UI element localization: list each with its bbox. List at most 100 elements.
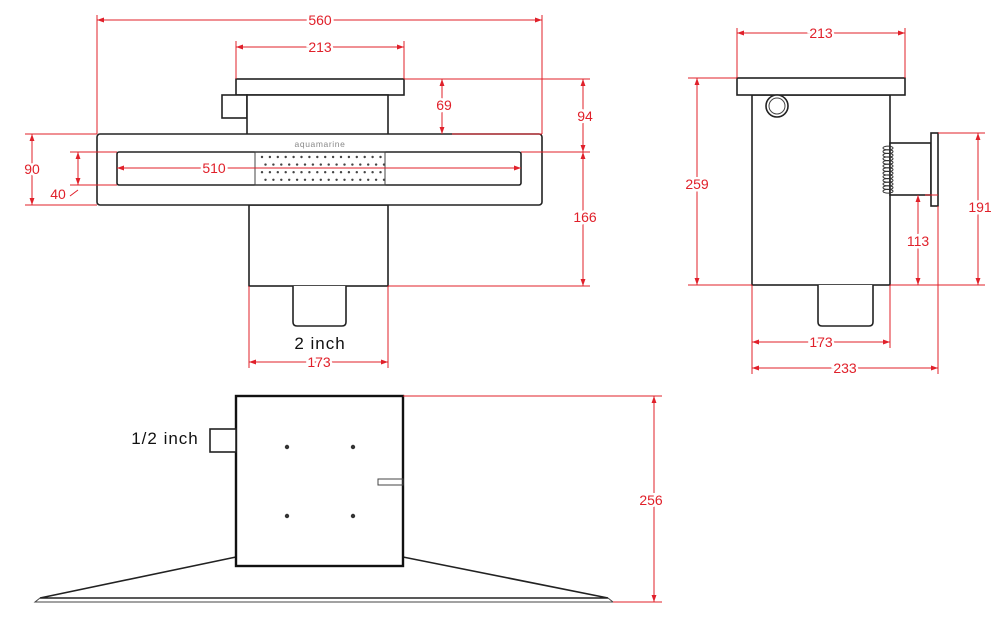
grille-hole <box>300 155 303 159</box>
side-flange-neck <box>889 142 932 196</box>
front-view-dimensions: 560 213 510 69 94 166 90 40 <box>22 10 600 373</box>
dim-side-overall-height: 259 <box>685 176 709 192</box>
grille-hole <box>311 163 315 166</box>
grille-hole <box>260 155 264 159</box>
side-port-inner <box>768 97 786 115</box>
top-square-body <box>234 394 405 568</box>
grille-hole <box>382 163 386 166</box>
grille-hole <box>347 171 351 174</box>
grille-hole <box>268 171 272 174</box>
grille-hole <box>327 163 330 166</box>
grille-hole <box>264 178 267 181</box>
grille-hole <box>280 178 283 181</box>
grille-hole <box>316 171 319 174</box>
grille-hole <box>359 178 362 181</box>
dim-side-faceplate-height: 191 <box>968 199 992 215</box>
top-view-dimensions: 256 <box>403 395 665 603</box>
grille-hole <box>319 178 322 181</box>
grille-hole <box>295 178 299 181</box>
grille-hole <box>288 163 291 166</box>
grille-hole <box>288 178 291 181</box>
dim-body-width: 173 <box>307 354 331 370</box>
grille-hole <box>379 155 382 159</box>
top-mouth-lip <box>33 597 615 603</box>
dim-cap-to-faceplate: 69 <box>436 97 452 113</box>
mounting-hole <box>284 444 290 450</box>
grille-hole <box>308 171 311 174</box>
grille-hole <box>327 178 330 181</box>
grille-hole <box>316 155 319 159</box>
grille-hole <box>295 163 299 166</box>
dim-side-cap-width: 213 <box>809 25 833 41</box>
grille-hole <box>268 155 272 159</box>
dim-below-opening: 166 <box>573 209 597 225</box>
side-outlet-pipe <box>817 285 874 327</box>
grille-hole <box>374 178 378 181</box>
side-view-dimensions: 213 259 191 113 173 233 <box>683 23 995 379</box>
side-fitting <box>221 94 248 119</box>
grille-hole <box>292 155 295 159</box>
inlet-size-label: 1/2 inch <box>131 429 199 448</box>
brand-logo: aquamarine <box>295 139 346 149</box>
grille-hole <box>351 163 354 166</box>
grille-hole <box>355 171 358 174</box>
grille-hole <box>355 155 358 159</box>
grille-hole <box>284 171 287 174</box>
grille-hole <box>371 155 374 159</box>
side-body <box>751 94 891 286</box>
grille-hole <box>272 178 275 181</box>
side-flange <box>930 132 939 207</box>
grille-hole <box>367 163 370 166</box>
grille-hole <box>303 178 307 181</box>
dim-opening-height: 40 <box>50 186 66 202</box>
grille-hole <box>264 163 267 166</box>
grille-hole <box>343 178 346 181</box>
grille-hole <box>363 155 366 159</box>
grille-hole <box>359 163 362 166</box>
mounting-hole <box>350 513 356 519</box>
grille-hole <box>351 178 354 181</box>
grille-hole <box>371 171 374 174</box>
grille-hole <box>272 163 275 166</box>
grille-hole <box>300 171 303 174</box>
neck-body <box>246 94 389 136</box>
outlet-size-label: 2 inch <box>294 334 345 353</box>
grille-hole <box>335 178 338 181</box>
outlet-pipe <box>292 286 347 327</box>
grille-hole <box>367 178 370 181</box>
front-view: aquamarine <box>96 78 543 327</box>
side-cap <box>736 77 906 96</box>
grille-hole <box>379 171 382 174</box>
dim-side-body-width: 173 <box>809 334 833 350</box>
dim-top-depth: 256 <box>639 492 663 508</box>
mounting-hole <box>284 513 290 519</box>
grille-hole <box>276 155 279 159</box>
grille-hole <box>335 163 338 166</box>
grille-hole <box>331 171 335 174</box>
top-cap <box>235 78 405 96</box>
grille-hole <box>284 155 287 159</box>
grille-hole <box>363 171 366 174</box>
lower-body <box>248 204 389 287</box>
coil-turn <box>882 188 894 194</box>
grille-hole <box>276 171 279 174</box>
dim-cap-width: 213 <box>308 39 332 55</box>
side-view <box>736 77 939 327</box>
grille-hole <box>303 163 307 166</box>
grille-hole <box>319 163 322 166</box>
top-inlet-fitting <box>209 428 237 453</box>
grille-hole <box>260 171 264 174</box>
grille-hole <box>280 163 283 166</box>
top-view: 1/2 inch <box>33 394 615 603</box>
grille-hole <box>311 178 315 181</box>
grille-hole <box>382 178 386 181</box>
side-spring-coil <box>882 145 894 194</box>
dim-faceplate-height: 90 <box>24 161 40 177</box>
grille-hole <box>324 171 327 174</box>
grille-hole <box>343 163 346 166</box>
grille-hole <box>374 163 378 166</box>
dim-cap-to-opening: 94 <box>577 108 593 124</box>
grille-hole <box>324 155 327 159</box>
grille-hole <box>308 155 311 159</box>
